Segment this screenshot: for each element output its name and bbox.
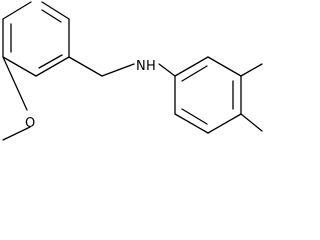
double-bond-inner-line — [41, 9, 62, 23]
bond — [174, 56, 209, 77]
oxygen-methyl-bond — [2, 126, 31, 141]
right-benzene-ring — [174, 56, 242, 134]
bond — [35, 56, 70, 77]
nitrogen-aryl-bond — [158, 63, 176, 77]
bond — [41, 1, 70, 20]
amine-nitrogen-label: N — [136, 59, 146, 74]
ether-oxygen-label: O — [25, 116, 35, 131]
bond — [174, 113, 209, 134]
methyl-upper-bond — [240, 63, 263, 77]
methyl-lower-bond — [240, 113, 263, 132]
aryl-oxygen-bond — [2, 56, 28, 111]
bond — [2, 1, 32, 20]
double-bond-inner-line — [181, 108, 208, 125]
chemical-structure: N H O — [2, 1, 263, 141]
ch2-nitrogen-bond — [101, 63, 135, 77]
bond — [207, 56, 242, 77]
amine-hydrogen-label: H — [146, 59, 156, 74]
bond — [2, 56, 37, 77]
left-benzene-ring — [2, 1, 70, 77]
double-bond-inner-line — [38, 54, 63, 69]
double-bond-inner-line — [181, 65, 208, 82]
bond — [207, 113, 242, 134]
benzyl-ch2-bond — [68, 56, 103, 77]
